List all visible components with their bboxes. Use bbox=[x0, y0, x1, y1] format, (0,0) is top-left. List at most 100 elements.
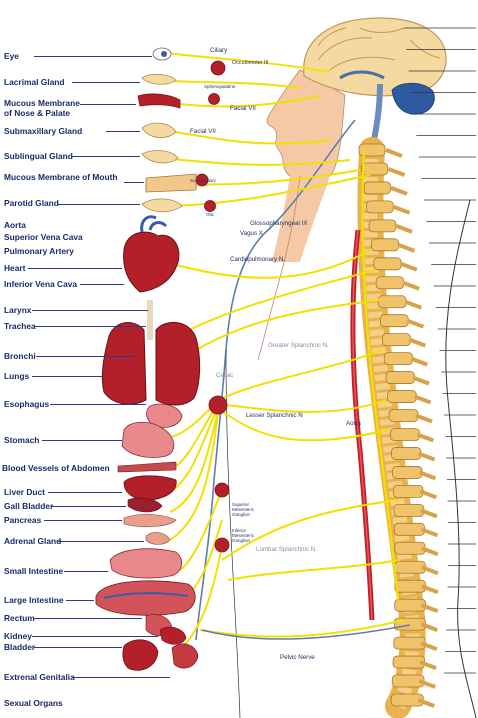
vertebra bbox=[392, 466, 423, 479]
leader-adrenal bbox=[58, 541, 144, 542]
vertebra bbox=[393, 617, 426, 631]
spinous-process bbox=[415, 413, 433, 424]
label-superior-vena-cava: Superior Vena Cava bbox=[4, 232, 83, 242]
leader-ivc bbox=[80, 284, 124, 285]
spinous-process bbox=[420, 603, 439, 614]
nerve-label-greater-splanchnic: Greater Splanchnic N. bbox=[268, 342, 329, 349]
vertebra bbox=[381, 333, 411, 347]
vertebra bbox=[394, 598, 427, 612]
leader-esoph bbox=[50, 404, 146, 405]
vertebra bbox=[394, 579, 427, 593]
vertebra bbox=[394, 560, 426, 574]
spinous-process bbox=[408, 337, 427, 348]
label-kidney: Kidney bbox=[4, 631, 32, 641]
leader-liver bbox=[48, 492, 122, 493]
small-intestine-organ bbox=[109, 548, 183, 579]
spinous-process bbox=[416, 432, 435, 443]
parotid-gland-organ bbox=[141, 198, 183, 213]
spinous-process bbox=[387, 167, 406, 177]
spinous-process bbox=[385, 148, 403, 158]
vertebra bbox=[385, 371, 415, 384]
vertebra bbox=[363, 181, 391, 195]
right-edge-ticks bbox=[403, 27, 476, 674]
label-parotid-gland: Parotid Gland bbox=[4, 198, 59, 208]
vertebra bbox=[383, 352, 413, 366]
large-intestine-organ bbox=[95, 580, 196, 616]
celiac-ganglion bbox=[208, 395, 228, 415]
spinous-process bbox=[418, 679, 436, 689]
vertebra bbox=[394, 522, 426, 536]
nerve-label-sphenopalatine: Sphenopalatine bbox=[204, 84, 236, 89]
label-rectum: Rectum bbox=[4, 613, 35, 623]
label-pancreas: Pancreas bbox=[4, 515, 42, 525]
label-mucous-nose: Mucous Membrane of Nose & Palate bbox=[4, 98, 80, 118]
label-liver-duct: Liver Duct bbox=[4, 487, 45, 497]
adrenal-organ bbox=[145, 532, 171, 545]
label-trachea: Trachea bbox=[4, 321, 36, 331]
leader-lungs bbox=[32, 376, 104, 377]
pancreas-organ bbox=[123, 514, 177, 527]
bladder-organ bbox=[122, 639, 159, 671]
kidney-organ bbox=[159, 626, 187, 645]
stomach-organ bbox=[121, 421, 175, 458]
vertebra bbox=[375, 276, 404, 290]
leader-genitalia bbox=[72, 677, 170, 678]
nerve-label-facial-a: Facial VII bbox=[230, 105, 256, 112]
esophagus-organ bbox=[146, 403, 183, 428]
vertebra bbox=[380, 314, 409, 328]
label-esophagus: Esophagus bbox=[4, 399, 50, 409]
leader-trachea bbox=[34, 326, 146, 327]
vertebra bbox=[391, 447, 422, 460]
nerve-label-lumbar-splanchnic: Lumbar Splanchnic N. bbox=[256, 546, 317, 553]
spinous-process bbox=[400, 261, 418, 272]
spinous-process bbox=[406, 318, 425, 329]
leader-mouth bbox=[124, 182, 144, 183]
nerve-label-glossopharyngeal: Glossopharyngeal IX bbox=[250, 220, 308, 227]
spinous-process bbox=[395, 223, 413, 234]
inferior-mesenteric-ganglion bbox=[214, 537, 230, 553]
label-sublingual-gland: Sublingual Gland bbox=[4, 151, 73, 161]
nerve-label-oculomotor: Occulomoter III bbox=[232, 60, 269, 66]
nerve-label-facial-b: Facial VII bbox=[190, 128, 216, 135]
leader-pancreas bbox=[44, 520, 122, 521]
label-blood-vessels-abdomen: Blood Vessels of Abdomen bbox=[2, 463, 110, 473]
vertebra bbox=[387, 390, 417, 403]
vertebra bbox=[389, 428, 420, 441]
label-mucous-mouth: Mucous Membrane of Mouth bbox=[4, 172, 118, 182]
vertebra bbox=[373, 257, 402, 271]
spinous-process bbox=[420, 622, 439, 633]
leader-large-int bbox=[66, 600, 94, 601]
label-large-intestine: Large Intestine bbox=[4, 595, 64, 605]
nerve-label-vagus: Vagus X bbox=[240, 230, 263, 237]
spinous-process bbox=[410, 356, 428, 367]
label-aorta: Aorta bbox=[4, 220, 26, 230]
neck bbox=[272, 176, 330, 262]
leader-gall bbox=[52, 506, 126, 507]
nerve-label-celiac: Celiac bbox=[216, 372, 234, 379]
leader-subling bbox=[72, 156, 140, 157]
label-bronchi: Bronchi bbox=[4, 351, 36, 361]
neck-outline bbox=[257, 175, 301, 361]
vertebra bbox=[368, 219, 397, 233]
cerebellum bbox=[391, 82, 435, 115]
nerve-label-otic: Otic bbox=[206, 212, 215, 217]
sublingual-gland-organ bbox=[141, 150, 179, 164]
nerve-label-ciliary: Ciliary bbox=[210, 47, 228, 54]
abdomen-vessels-organ bbox=[117, 461, 177, 473]
label-inferior-vena-cava: Inferior Vena Cava bbox=[4, 279, 78, 289]
leader-larynx bbox=[32, 310, 148, 311]
label-gall-bladder: Gall Bladder bbox=[4, 501, 54, 511]
organs bbox=[95, 47, 201, 671]
vertebra bbox=[388, 409, 419, 422]
label-heart: Heart bbox=[4, 263, 26, 273]
left-lung-organ bbox=[101, 322, 147, 405]
vertebra bbox=[392, 655, 426, 669]
label-submaxillary-gland: Submaxillary Gland bbox=[4, 126, 83, 136]
spinous-process bbox=[392, 205, 411, 215]
superior-mesenteric-ganglion bbox=[214, 482, 230, 498]
submaxillary-gland-organ bbox=[141, 122, 177, 138]
spinous-process bbox=[420, 508, 438, 519]
leader-heart bbox=[28, 268, 122, 269]
leader-small-int bbox=[64, 571, 108, 572]
spinous-process bbox=[390, 186, 408, 196]
